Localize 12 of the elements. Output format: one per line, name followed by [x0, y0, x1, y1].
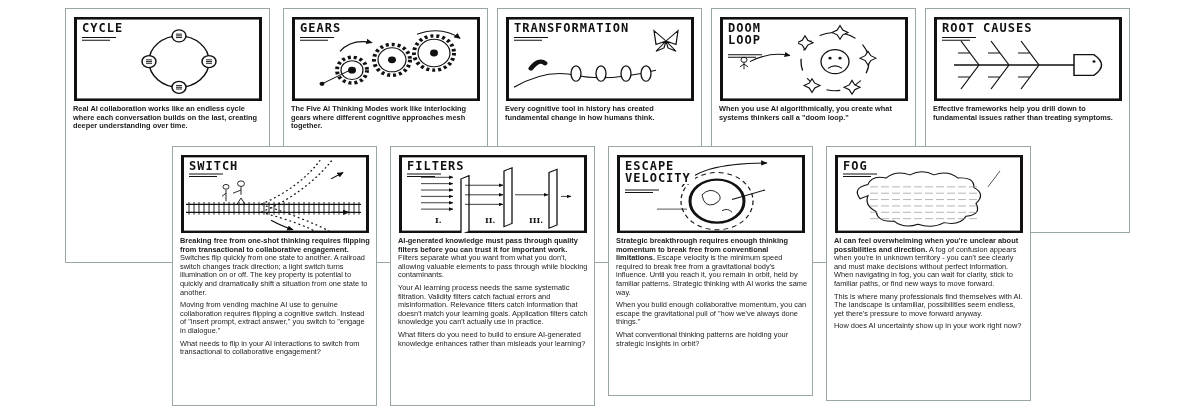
card-title: ESCAPE VELOCITY — [625, 160, 695, 184]
card-title: DOOM LOOP — [728, 22, 798, 46]
card-title: SWITCH — [189, 160, 239, 172]
stage-numeral: I. — [435, 215, 442, 225]
card-title: CYCLE — [82, 22, 124, 34]
stage-numeral: II. — [485, 215, 496, 225]
card-title: GEARS — [300, 22, 342, 34]
card-title: TRANSFORMATION — [514, 22, 630, 34]
stage-numeral: III. — [529, 215, 543, 225]
card-title: FILTERS — [407, 160, 465, 172]
card-title: FOG — [843, 160, 868, 172]
card-title: ROOT CAUSES — [942, 22, 1033, 34]
